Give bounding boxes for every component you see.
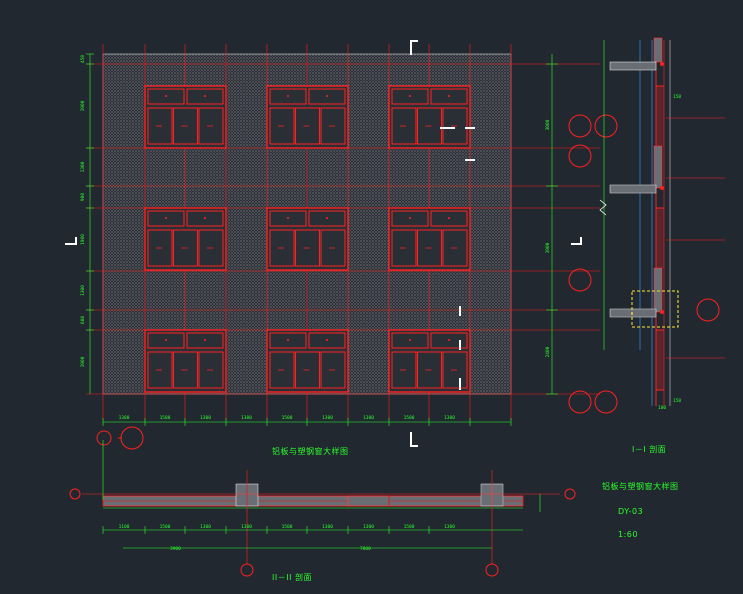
left-dim-label: 450 [80,55,86,63]
window-unit [388,329,471,393]
bottom-dim-label: 1300 [200,415,211,421]
section-dimension-labels: 1100 1500 1300 1300 1500 1300 1300 1500 1300 [102,524,455,534]
left-dimension-labels: 450 1900 1300 900 1900 1300 600 1900 [80,53,94,367]
window-unit [388,85,471,149]
window-unit [266,329,349,393]
bottom-dim-label: 1300 [241,415,252,421]
left-dim-label: 1900 [80,356,86,367]
elevation-title: 铝板与塑钢窗大样图 [272,447,349,456]
left-dim-label: 1900 [80,100,86,111]
section-dim-label: 1300 [444,524,455,530]
right-dim-label: 3900 [545,242,551,253]
section-1-view: 150 100 150 [599,37,725,411]
drawing-scale: 1:60 [618,530,638,539]
section-dim-label: 1500 [160,524,171,530]
section-dim-label: 1500 [404,524,415,530]
window-unit [266,85,349,149]
right-dim-label: 2400 [545,346,551,357]
drawing-title: 铝板与塑钢窗大样图 [602,482,679,491]
section-total-dim-2: 7800 [360,546,371,552]
section-tag-top: 150 [673,94,681,100]
left-dim-label: 600 [80,316,86,324]
right-dimension-labels: 3000 3900 2400 [545,119,551,357]
section-2-title: II－II 剖面 [272,573,312,582]
bottom-dim-label: 1500 [404,415,415,421]
section-cut-marks [65,40,582,447]
left-dim-label: 1900 [80,234,86,245]
section-dim-label: 1300 [363,524,374,530]
bottom-dim-label: 1300 [322,415,333,421]
window-unit [144,85,227,149]
left-dim-label: 1300 [80,285,86,296]
bottom-dim-label: 1300 [363,415,374,421]
section-dim-label: 1300 [200,524,211,530]
window-unit [388,207,471,271]
section-1-title: I－I 剖面 [632,445,667,454]
section-dim-label: 1500 [282,524,293,530]
window-grid [144,85,471,393]
right-dim-label: 3000 [545,119,551,130]
bottom-dim-label: 1300 [119,415,130,421]
section-dim-label: 1300 [241,524,252,530]
window-unit [144,329,227,393]
drawing-number: DY-03 [618,507,644,516]
right-dimension-chain [546,54,558,395]
section-total-dim-1: 3900 [170,546,181,552]
section-tag-mid: 100 [658,405,666,411]
bottom-dim-label: 1500 [160,415,171,421]
section-dim-label: 1100 [119,524,130,530]
detail-callout-box [631,290,679,328]
bottom-dim-label: 1300 [444,415,455,421]
section-tag-bottom: 150 [673,398,681,404]
bottom-dim-label: 1500 [282,415,293,421]
window-unit [144,207,227,271]
section-dim-label: 1300 [322,524,333,530]
axis-bubbles [96,114,720,450]
section-2-view: 3900 7800 [69,440,576,577]
left-dim-label: 1300 [80,161,86,172]
left-dim-label: 900 [80,193,86,201]
bottom-dimension-labels: 1300 1500 1300 1300 1500 1300 1300 1500 1300 [102,415,512,426]
window-unit [266,207,349,271]
